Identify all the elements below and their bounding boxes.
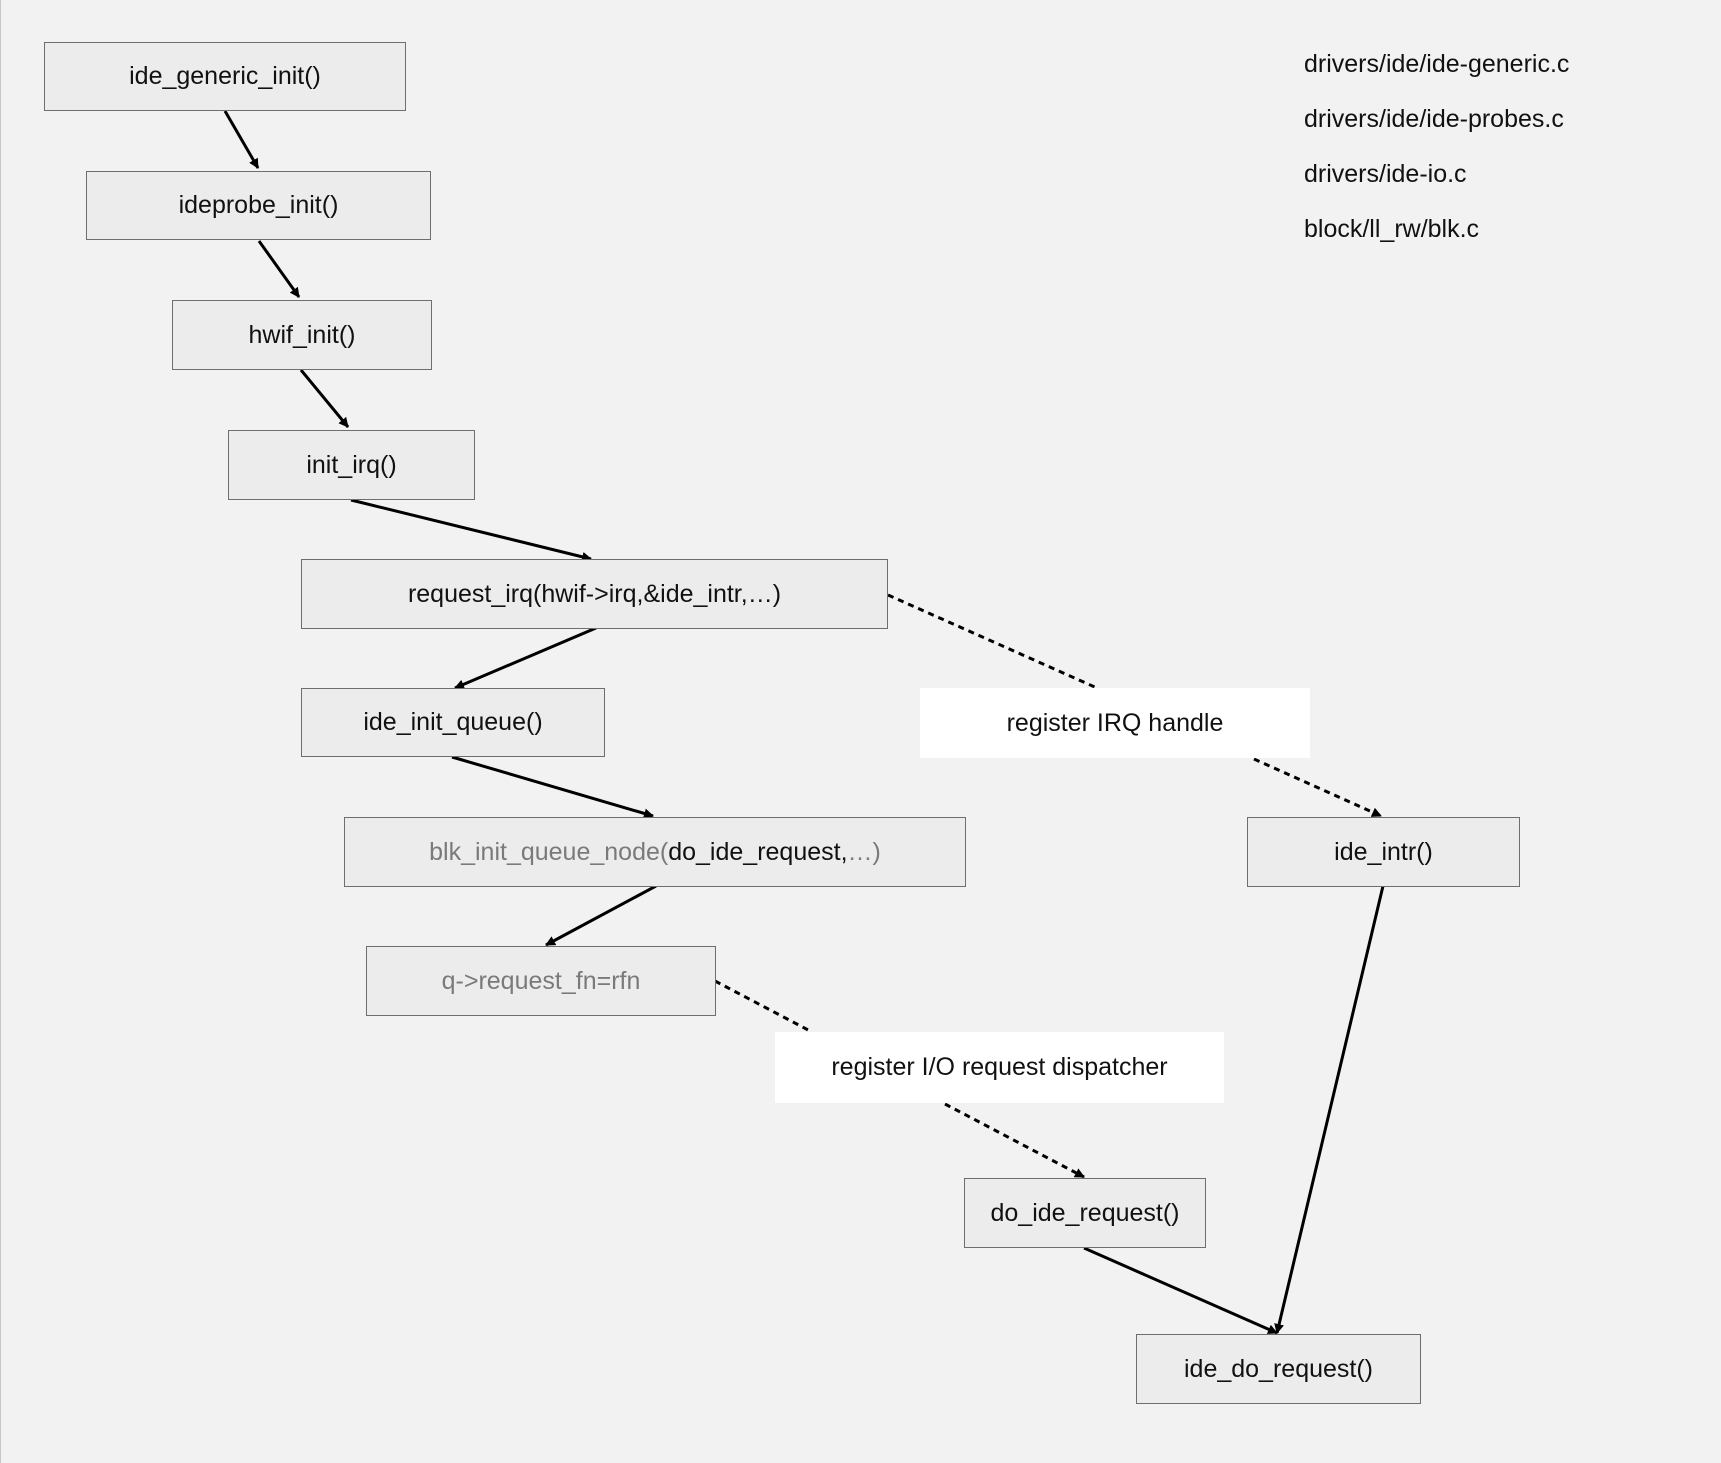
node-blk-init-queue-node-suffix: …): [847, 837, 881, 866]
node-init-irq: init_irq(): [228, 430, 475, 500]
legend-file-ide-io: drivers/ide-io.c: [1304, 160, 1467, 188]
edge-initirq-to-requestirq: [350, 498, 592, 562]
edge-hwif-to-initirq: [299, 369, 350, 428]
edge-ideintr-to-idedorequest: [1274, 885, 1385, 1334]
edge-dispatcherlabel-to-doiderequest: [944, 1102, 1085, 1179]
node-blk-init-queue-node: blk_init_queue_node(do_ide_request,…): [344, 817, 966, 887]
label-register-irq-handle: register IRQ handle: [920, 688, 1310, 758]
edge-initqueue-to-blkinit: [451, 755, 654, 819]
node-request-irq: request_irq(hwif->irq,&ide_intr,…): [301, 559, 888, 629]
node-ide-intr: ide_intr(): [1247, 817, 1520, 887]
node-q-request-fn-label: q->request_fn=rfn: [441, 966, 641, 995]
edge-blkinit-to-qrequestfn: [545, 884, 657, 947]
edge-requestirq-to-irqlabel: [887, 593, 1098, 690]
legend-file-ll-rw-blk: block/ll_rw/blk.c: [1304, 215, 1480, 243]
node-hwif-init-label: hwif_init(): [248, 320, 356, 349]
node-init-irq-label: init_irq(): [306, 450, 397, 479]
legend-file-ide-probes: drivers/ide/ide-probes.c: [1304, 105, 1564, 133]
edge-irqlabel-to-ideintr: [1253, 757, 1382, 818]
edge-qrequestfn-to-dispatcherlabel: [714, 979, 813, 1034]
node-blk-init-queue-node-prefix: blk_init_queue_node(: [429, 837, 669, 866]
node-blk-init-queue-node-arg: do_ide_request,: [668, 837, 848, 866]
node-ide-init-queue-label: ide_init_queue(): [363, 708, 543, 736]
node-ideprobe-init-label: ideprobe_init(): [178, 191, 339, 219]
node-ideprobe-init: ideprobe_init(): [86, 171, 431, 240]
node-hwif-init: hwif_init(): [172, 300, 432, 370]
node-do-ide-request-label: do_ide_request(): [990, 1198, 1180, 1227]
node-ide-init-queue: ide_init_queue(): [301, 688, 605, 757]
node-ide-intr-label: ide_intr(): [1334, 837, 1433, 866]
node-ide-generic-init: ide_generic_init(): [44, 42, 406, 111]
label-register-io-dispatcher-text: register I/O request dispatcher: [831, 1053, 1168, 1081]
edge-doiderequest-to-idedorequest: [1083, 1246, 1278, 1335]
edge-generic-to-ideprobe: [223, 110, 260, 169]
node-ide-do-request: ide_do_request(): [1136, 1334, 1421, 1404]
edge-ideprobe-to-hwif: [257, 240, 301, 298]
edge-requestirq-to-initqueue: [454, 626, 597, 690]
node-do-ide-request: do_ide_request(): [964, 1178, 1206, 1248]
node-request-irq-label: request_irq(hwif->irq,&ide_intr,…): [407, 579, 782, 608]
legend-file-ide-generic: drivers/ide/ide-generic.c: [1304, 50, 1570, 78]
node-q-request-fn: q->request_fn=rfn: [366, 946, 716, 1016]
label-register-io-dispatcher: register I/O request dispatcher: [775, 1032, 1224, 1103]
label-register-irq-handle-text: register IRQ handle: [1006, 708, 1224, 737]
node-ide-do-request-label: ide_do_request(): [1183, 1354, 1373, 1383]
node-ide-generic-init-label: ide_generic_init(): [129, 62, 321, 90]
